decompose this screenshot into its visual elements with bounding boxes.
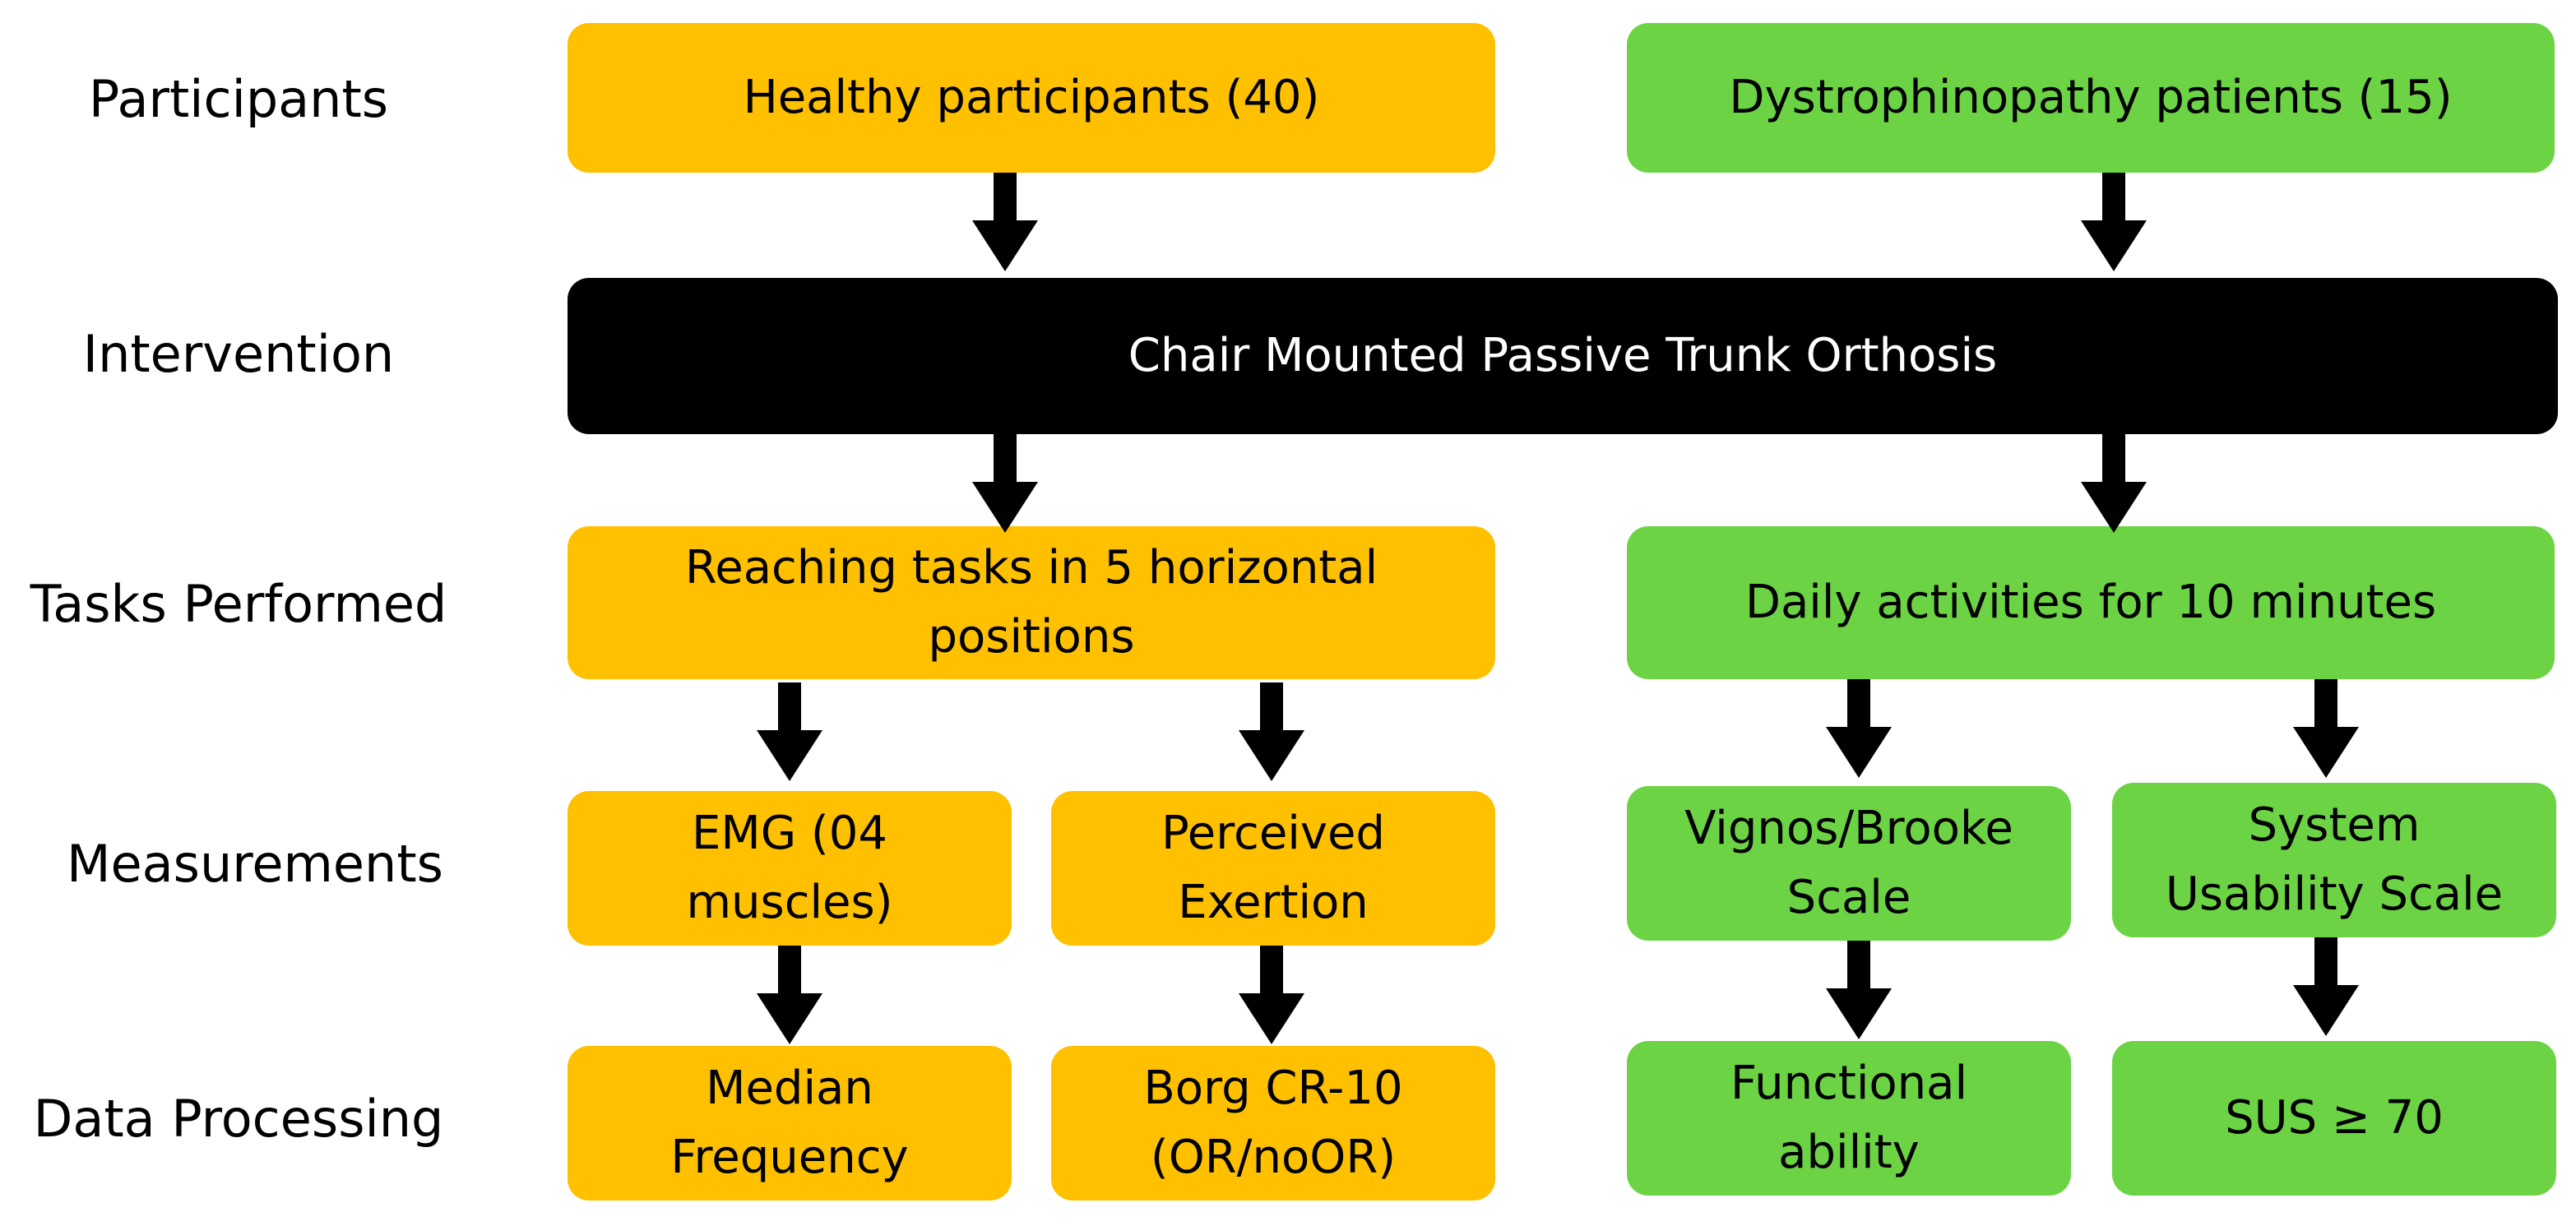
system-usability-label: System Usability Scale: [2165, 798, 2504, 921]
healthy-participants-box: Healthy participants (40): [568, 23, 1495, 173]
arrow-down-icon: [972, 173, 1038, 271]
arrow-down-icon: [757, 946, 822, 1044]
arrow-down-icon: [1826, 941, 1892, 1039]
arrow-down-icon: [2293, 679, 2359, 778]
intervention-box: Chair Mounted Passive Trunk Orthosis: [568, 278, 2558, 434]
intervention-label: Chair Mounted Passive Trunk Orthosis: [1128, 329, 1998, 382]
median-frequency-label: Median Frequency: [670, 1062, 909, 1184]
arrow-down-icon: [757, 682, 822, 781]
reaching-tasks-label: Reaching tasks in 5 horizontal positions: [684, 541, 1378, 664]
arrow-down-icon: [2081, 173, 2147, 271]
reaching-tasks-box: Reaching tasks in 5 horizontal positions: [568, 526, 1495, 679]
vignos-brooke-label: Vignos/Brooke Scale: [1684, 802, 2013, 924]
daily-activities-label: Daily activities for 10 minutes: [1744, 576, 2437, 629]
arrow-down-icon: [2081, 434, 2147, 533]
arrow-down-icon: [1239, 946, 1304, 1044]
row-label-participants: Participants: [88, 69, 389, 129]
row-label-measurements: Measurements: [67, 834, 443, 894]
sus-70-box: SUS ≥ 70: [2112, 1041, 2556, 1196]
dystrophinopathy-patients-box: Dystrophinopathy patients (15): [1627, 23, 2555, 173]
functional-ability-box: Functional ability: [1627, 1041, 2071, 1196]
arrow-down-icon: [1826, 679, 1892, 778]
row-label-intervention: Intervention: [82, 324, 395, 384]
functional-ability-label: Functional ability: [1730, 1057, 1968, 1179]
sus-70-label: SUS ≥ 70: [2225, 1091, 2444, 1145]
emg-box: EMG (04 muscles): [568, 791, 1012, 946]
borg-cr10-label: Borg CR-10 (OR/noOR): [1143, 1062, 1403, 1184]
arrow-down-icon: [2293, 937, 2359, 1036]
emg-label: EMG (04 muscles): [686, 807, 893, 929]
vignos-brooke-box: Vignos/Brooke Scale: [1627, 786, 2071, 941]
arrow-down-icon: [972, 434, 1038, 533]
dystrophinopathy-patients-label: Dystrophinopathy patients (15): [1729, 71, 2453, 124]
row-label-data-processing: Data Processing: [33, 1089, 444, 1149]
healthy-participants-label: Healthy participants (40): [743, 71, 1320, 124]
perceived-exertion-label: Perceived Exertion: [1161, 807, 1385, 929]
arrow-down-icon: [1239, 682, 1304, 781]
daily-activities-box: Daily activities for 10 minutes: [1627, 526, 2555, 679]
borg-cr10-box: Borg CR-10 (OR/noOR): [1051, 1046, 1495, 1201]
row-label-tasks-performed: Tasks Performed: [30, 574, 447, 634]
perceived-exertion-box: Perceived Exertion: [1051, 791, 1495, 946]
median-frequency-box: Median Frequency: [568, 1046, 1012, 1201]
system-usability-box: System Usability Scale: [2112, 783, 2556, 937]
